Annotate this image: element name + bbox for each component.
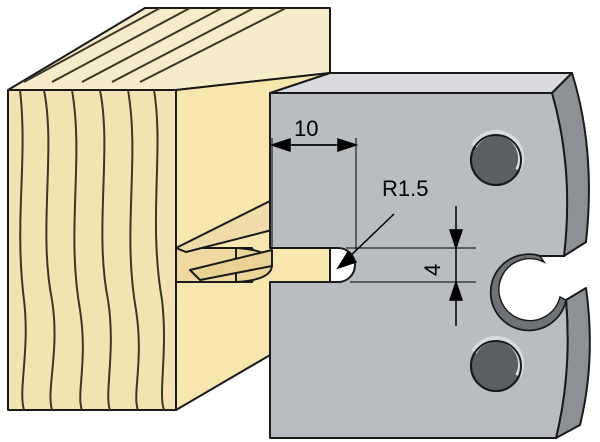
knife-holes: [470, 130, 525, 392]
radius-dimension-label: R1.5: [382, 176, 428, 201]
wood-grain: [19, 7, 287, 411]
width-dimension-label: 10: [294, 116, 318, 141]
wood-groove-lower: [189, 249, 273, 281]
notch-cutout: [490, 253, 567, 332]
height-dimension-label: 4: [420, 264, 445, 276]
dimension-lines: [269, 137, 476, 326]
wood-front-face: [7, 89, 187, 411]
